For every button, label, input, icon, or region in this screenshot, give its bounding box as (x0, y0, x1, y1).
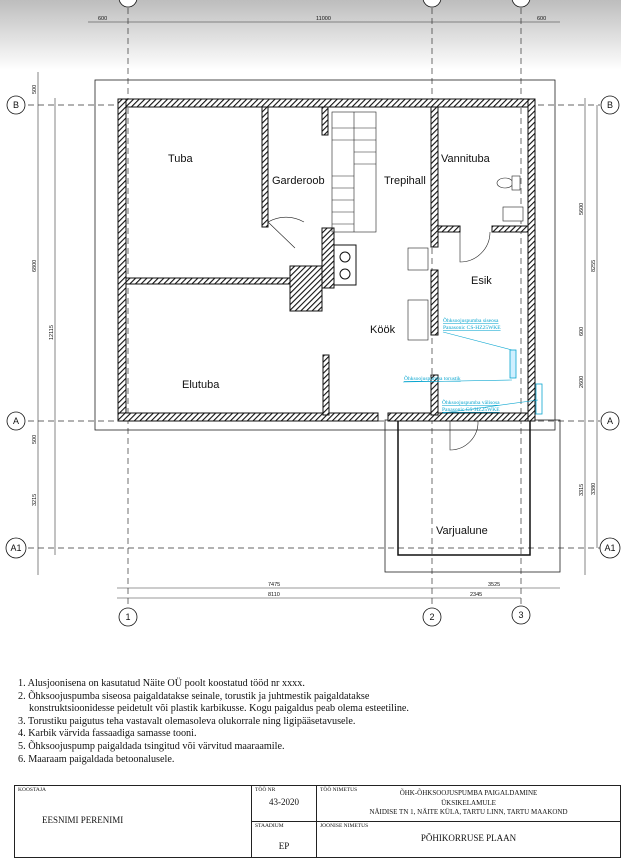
too-nimetus-2: ÜKSIKELAMULE (441, 799, 496, 807)
dim-right-inner-2: 3380 (591, 483, 597, 495)
note-5: 5. Õhksoojuspump paigaldada tsingitud võ… (18, 740, 285, 752)
outdoor-unit-label-1: Õhksoojuspumba välisosa (442, 398, 500, 406)
joonise-nimetus-value: PÕHIKORRUSE PLAAN (420, 833, 517, 843)
staircase (331, 111, 377, 233)
too-nr-value: 43-2020 (269, 797, 299, 807)
dim-top-2: 11000 (316, 16, 331, 22)
dim-bottom-4: 2345 (470, 592, 482, 598)
note-6: 6. Maaraam paigaldada betoonalusele. (18, 753, 175, 765)
notes-list: 1. Alusjoonisena on kasutatud Näite OÜ p… (18, 678, 409, 766)
too-nimetus-label: TÖÖ NIMETUS (320, 787, 358, 793)
axis-a1-left: A1 (10, 543, 21, 553)
note-3: 3. Torustiku paigutus teha vastavalt ole… (18, 715, 356, 727)
dim-left-total: 12115 (49, 325, 55, 340)
dim-bottom-2: 3525 (488, 582, 500, 588)
doors (267, 216, 491, 451)
floor-plan: Tuba Garderoob Trepihall Vannituba Esik … (5, 0, 621, 627)
leader-lines (402, 331, 539, 414)
too-nr-label: TÖÖ NR (255, 787, 276, 793)
dimension-lines (37, 21, 598, 599)
note-1: 1. Alusjoonisena on kasutatud Näite OÜ p… (18, 678, 305, 689)
fixtures (407, 175, 524, 341)
indoor-unit-label-1: Õhksoojuspumba siseosa (443, 316, 499, 324)
axis-3-bottom: 3 (518, 610, 523, 620)
koostaja-label: KOOSTAJA (18, 787, 46, 793)
room-vannituba: Vannituba (441, 153, 491, 165)
dim-top-3: 600 (537, 16, 546, 22)
dim-right-inner-1: 8255 (591, 260, 597, 272)
staadium-value: EP (278, 841, 290, 851)
axis-1-bottom: 1 (125, 612, 130, 622)
room-esik: Esik (471, 275, 492, 287)
dim-right-4: 3315 (579, 484, 585, 496)
dim-left-4: 3215 (32, 494, 38, 506)
axis-b-right: B (607, 100, 613, 110)
dim-left-2: 6800 (32, 260, 38, 272)
walls (117, 98, 536, 422)
piping-label: Õhksoojuspumba torustik (404, 374, 461, 382)
dim-bottom-1: 7475 (268, 582, 280, 588)
room-varjualune: Varjualune (436, 525, 488, 537)
koostaja-value: EESNIMI PERENIMI (42, 815, 124, 825)
axis-b-left: B (13, 100, 19, 110)
dim-right-3: 2600 (579, 376, 585, 388)
building-outline (94, 79, 556, 431)
top-shading (0, 0, 621, 70)
dim-right-2: 600 (579, 327, 585, 336)
room-garderoob: Garderoob (272, 175, 325, 187)
stove (289, 244, 357, 312)
dim-bottom-3: 8110 (268, 592, 280, 598)
outdoor-unit-label-2: Panasonic CS-HZ25WKE (442, 407, 500, 413)
dim-top-1: 600 (98, 16, 107, 22)
joonise-nimetus-label: JOONISE NIMETUS (320, 823, 369, 829)
terrace-outline (384, 419, 561, 573)
dim-left-3: 500 (32, 435, 38, 444)
axis-a-left: A (13, 416, 19, 426)
room-tuba: Tuba (168, 153, 194, 165)
room-trepihall: Trepihall (384, 175, 426, 187)
indoor-unit-label-2: Panasonic CS-HZ25WKE (443, 325, 501, 331)
note-2: 2. Õhksoojuspumba siseosa paigaldatakse … (18, 690, 370, 702)
note-4: 4. Karbik värvida fassaadiga samasse too… (18, 728, 197, 740)
indoor-unit (509, 349, 517, 379)
dim-right-1: 5600 (579, 203, 585, 215)
axis-a1-right: A1 (604, 543, 615, 553)
room-elutuba: Elutuba (182, 379, 220, 391)
axis-2-bottom: 2 (429, 612, 434, 622)
dim-left-1: 500 (32, 85, 38, 94)
room-kook: Köök (370, 324, 396, 336)
staadium-label: STAADIUM (255, 823, 284, 829)
too-nimetus-3: NÄIDISE TN 1, NÄITE KÜLA, TARTU LINN, TA… (369, 808, 568, 816)
outdoor-unit (535, 383, 543, 415)
axis-bubbles (5, 0, 621, 627)
axis-a-right: A (607, 416, 613, 426)
too-nimetus-1: ÕHK-ÕHKSOOJUSPUMBA PAIGALDAMINE (399, 789, 538, 797)
title-block: KOOSTAJA EESNIMI PERENIMI TÖÖ NR 43-2020… (14, 785, 621, 858)
note-2-cont: konstruktsioonidesse peidetult või plast… (29, 703, 409, 715)
